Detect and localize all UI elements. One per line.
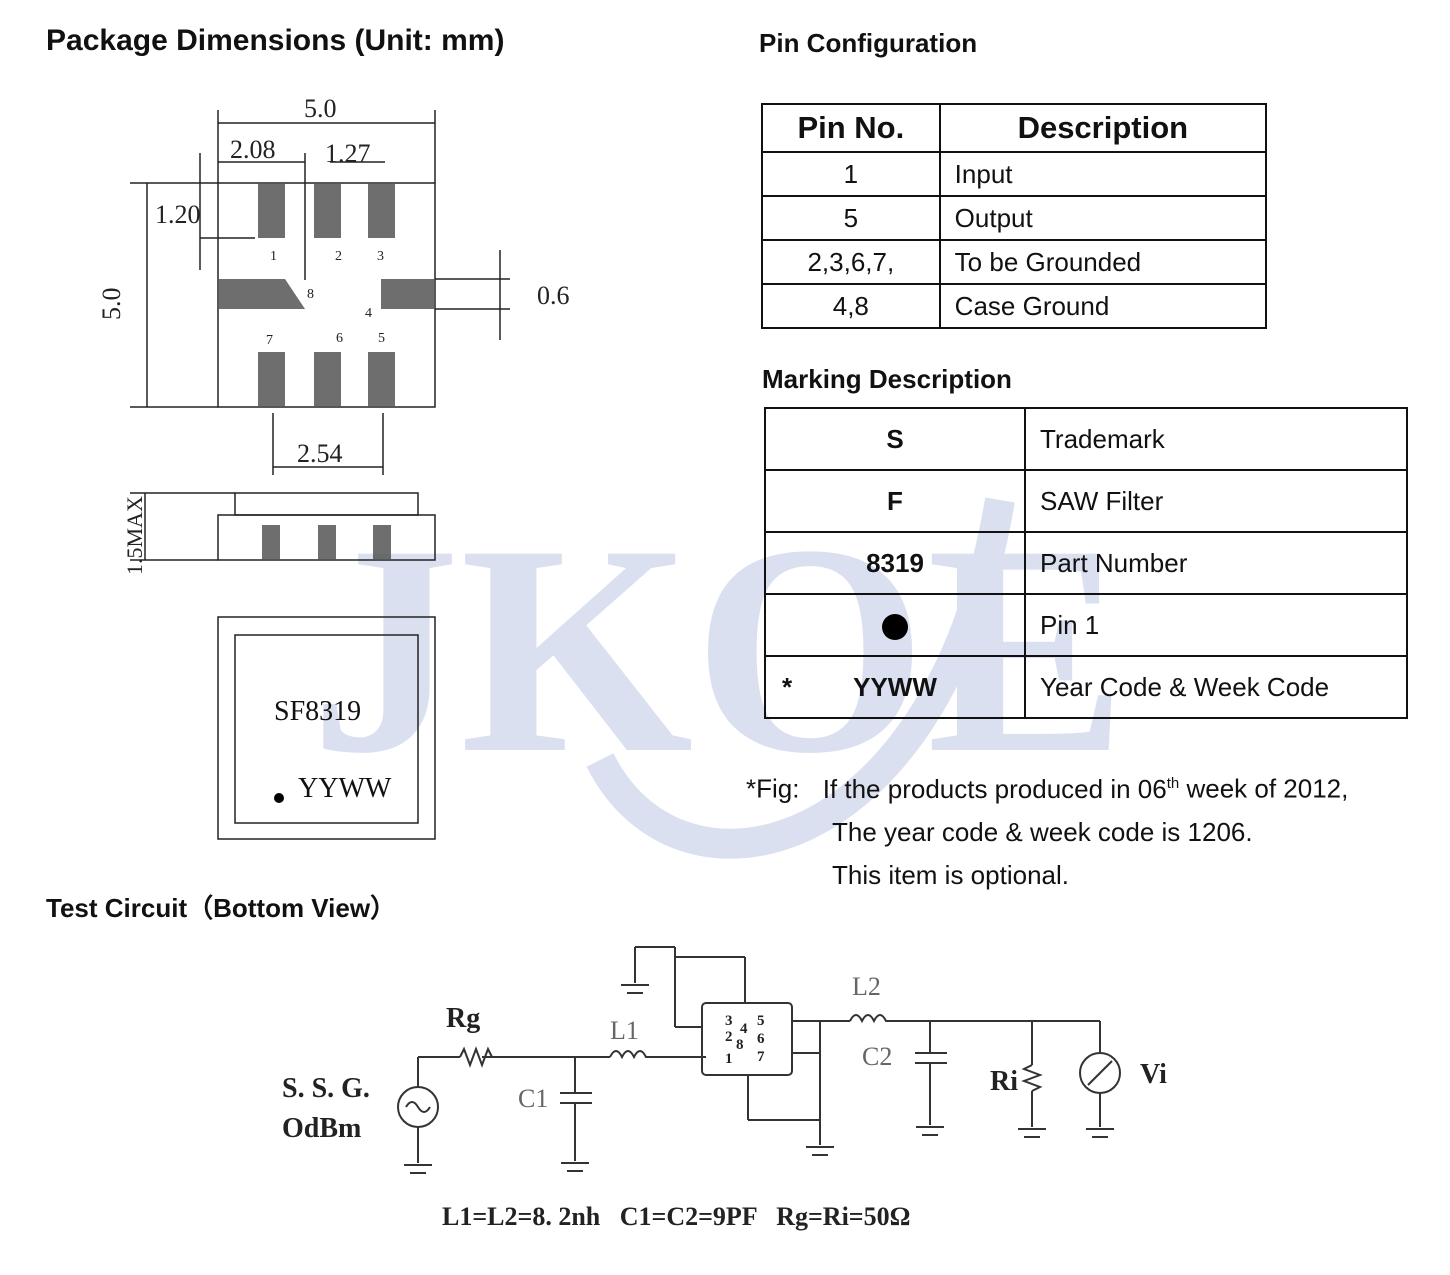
dim-left-offset: 2.08: [230, 135, 276, 164]
chip-pin-4: 4: [740, 1021, 748, 1037]
filter-chip-icon: [701, 1002, 793, 1076]
pin-cell: 2,3,6,7,: [761, 239, 941, 285]
chip-pin-8: 8: [736, 1037, 744, 1053]
mark-cell: 8319: [764, 531, 1026, 595]
mark-cell: * YYWW: [764, 655, 1026, 719]
mark-cell: S: [764, 407, 1026, 471]
pin-label-1: 1: [270, 249, 277, 264]
desc-cell: Year Code & Week Code: [1024, 655, 1408, 719]
asterisk-prefix: *: [782, 671, 793, 702]
ground-symbols: [404, 984, 1114, 1174]
desc-cell: SAW Filter: [1024, 469, 1408, 533]
pin-cell: 4,8: [761, 283, 941, 329]
label-l2: L2: [852, 972, 881, 1001]
mark-cell: F: [764, 469, 1026, 533]
marking-description-table: S Trademark F SAW Filter 8319 Part Numbe…: [764, 407, 1408, 719]
dim-width: 5.0: [304, 95, 337, 123]
label-rg: Rg: [446, 1003, 480, 1034]
note-line3: This item is optional.: [832, 859, 1069, 890]
dim-height: 5.0: [97, 288, 126, 321]
table-row: 8319 Part Number: [764, 531, 1408, 595]
desc-cell: Pin 1: [1024, 593, 1408, 657]
dim-pitch-top: 1.27: [325, 139, 371, 168]
marking-description-title: Marking Description: [762, 364, 1012, 394]
dim-bottom-pitch: 2.54: [297, 439, 343, 468]
table-row: * YYWW Year Code & Week Code: [764, 655, 1408, 719]
chip-pin-5: 5: [757, 1013, 765, 1029]
chip-pin-6: 6: [757, 1031, 765, 1047]
pin1-dot-icon: [274, 793, 284, 803]
pin-cell: 5: [761, 195, 941, 241]
pin-label-7: 7: [266, 333, 273, 348]
dim-max-height: 1.5MAX: [122, 496, 147, 575]
chip-pin-1: 1: [725, 1051, 733, 1067]
table-row: 5 Output: [761, 195, 1268, 241]
mark-yyww: YYWW: [853, 671, 937, 702]
pin-label-4: 4: [365, 306, 372, 321]
label-c1: C1: [518, 1084, 548, 1113]
inductor-l1-icon: [609, 1050, 706, 1060]
filled-dot-icon: [882, 613, 908, 640]
desc-cell: Case Ground: [938, 283, 1268, 329]
resistor-rg-icon: [459, 1046, 493, 1068]
inductor-l2-icon: [849, 1014, 1026, 1024]
table-row: 2,3,6,7, To be Grounded: [761, 239, 1268, 285]
pin-label-5: 5: [378, 331, 385, 346]
label-power: OdBm: [282, 1113, 361, 1144]
pin-label-6: 6: [336, 331, 343, 346]
pin-label-8: 8: [307, 287, 314, 302]
pin-configuration-title: Pin Configuration: [759, 28, 978, 58]
component-values: L1=L2=8. 2nh C1=C2=9PF Rg=Ri=50Ω: [442, 1202, 910, 1231]
table-row: 4,8 Case Ground: [761, 283, 1268, 329]
fig-note: *Fig: If the products produced in 06th w…: [746, 762, 1436, 897]
note-line1-a: If the products produced in 06: [822, 773, 1167, 804]
package-dimensions-title: Package Dimensions (Unit: mm): [46, 24, 505, 57]
mark-cell: [764, 593, 1026, 657]
dim-top-margin: 1.20: [155, 200, 201, 229]
test-circuit-diagram: Rg S. S. G. OdBm Ri Vi C1 L1 L2 C2 3 4 5…: [282, 946, 1167, 1231]
label-c2: C2: [862, 1042, 892, 1071]
desc-cell: Trademark: [1024, 407, 1408, 471]
chip-pin-3: 3: [725, 1013, 733, 1029]
desc-cell: Output: [938, 195, 1268, 241]
desc-cell: Part Number: [1024, 531, 1408, 595]
table-row: F SAW Filter: [764, 469, 1408, 533]
desc-cell: Input: [938, 151, 1268, 197]
marking-yyww: YYWW: [298, 773, 392, 804]
note-prefix: *Fig:: [746, 773, 800, 804]
label-ssg: S. S. G.: [282, 1073, 370, 1104]
chip-pin-2: 2: [725, 1029, 733, 1045]
note-line2: The year code & week code is 1206.: [832, 816, 1253, 847]
pin-label-3: 3: [377, 249, 384, 264]
table-row: 1 Input: [761, 151, 1268, 197]
package-drawing: 5.0 2.08 1.27 1.20 5.0 0.6 2.54 1.5MAX 1…: [97, 95, 570, 840]
col-header-pin: Pin No.: [761, 103, 941, 153]
pin-cell: 1: [761, 151, 941, 197]
chip-pin-7: 7: [757, 1049, 765, 1065]
label-ri: Ri: [990, 1066, 1018, 1097]
marking-sf8319: SF8319: [274, 696, 361, 727]
table-row: Pin 1: [764, 593, 1408, 657]
test-circuit-title: Test Circuit（Bottom View）: [46, 893, 397, 923]
col-header-description: Description: [938, 103, 1268, 153]
resistor-ri-icon: [1021, 1064, 1043, 1092]
pin-configuration-table: Pin No. Description 1 Input 5 Output 2,3…: [761, 103, 1268, 329]
note-line1-sup: th: [1166, 775, 1180, 792]
note-line1-b: week of 2012,: [1179, 773, 1349, 804]
table-row: S Trademark: [764, 407, 1408, 471]
pin-label-2: 2: [335, 249, 342, 264]
dim-side-pad: 0.6: [537, 281, 570, 310]
desc-cell: To be Grounded: [938, 239, 1268, 285]
label-vi: Vi: [1140, 1059, 1167, 1090]
label-l1: L1: [610, 1016, 639, 1045]
